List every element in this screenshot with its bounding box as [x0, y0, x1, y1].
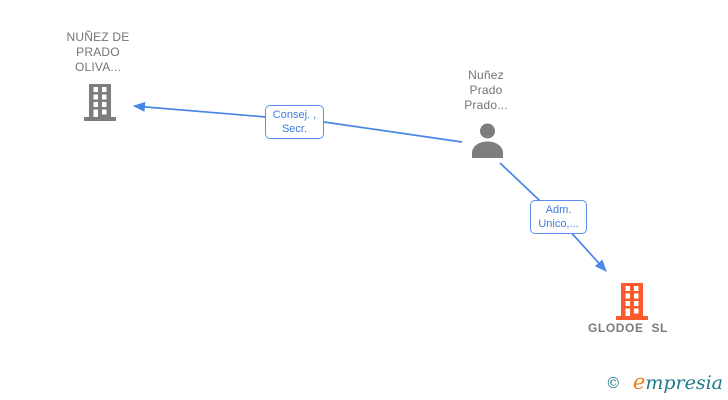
edge-label-line: Unico,...: [538, 218, 579, 230]
edge-label-line: Adm.: [545, 204, 572, 216]
node-label-line: Nuñez: [468, 68, 504, 82]
brand-initial: e: [632, 370, 646, 394]
node-label-person-center[interactable]: Nuñez Prado Prado...: [436, 68, 536, 113]
edge-label-line: Secr.: [281, 123, 308, 135]
node-label-line: NUÑEZ DE: [66, 30, 130, 44]
node-label-line: Prado: [469, 83, 503, 97]
brand-rest: mpresia: [645, 372, 723, 394]
building-icon[interactable]: [83, 84, 117, 126]
node-label-company-top-left[interactable]: NUÑEZ DE PRADO OLIVA...: [38, 30, 158, 75]
edge-label-adm[interactable]: Adm. Unico,...: [530, 200, 587, 234]
node-label-line: PRADO: [76, 45, 120, 59]
building-icon[interactable]: [615, 283, 649, 325]
logo-spacer: [621, 372, 633, 394]
copyright-symbol: ©: [605, 374, 621, 392]
node-label-line: OLIVA...: [74, 60, 122, 74]
node-label-line: Prado...: [464, 98, 508, 112]
empresia-logo[interactable]: © empresia: [606, 372, 723, 394]
edge-label-consej[interactable]: Consej. , Secr.: [265, 105, 324, 139]
person-icon[interactable]: [469, 122, 506, 163]
node-label-company-bottom-right[interactable]: GLODOE SL: [587, 321, 668, 335]
edge-label-line: Consej. ,: [272, 109, 317, 121]
